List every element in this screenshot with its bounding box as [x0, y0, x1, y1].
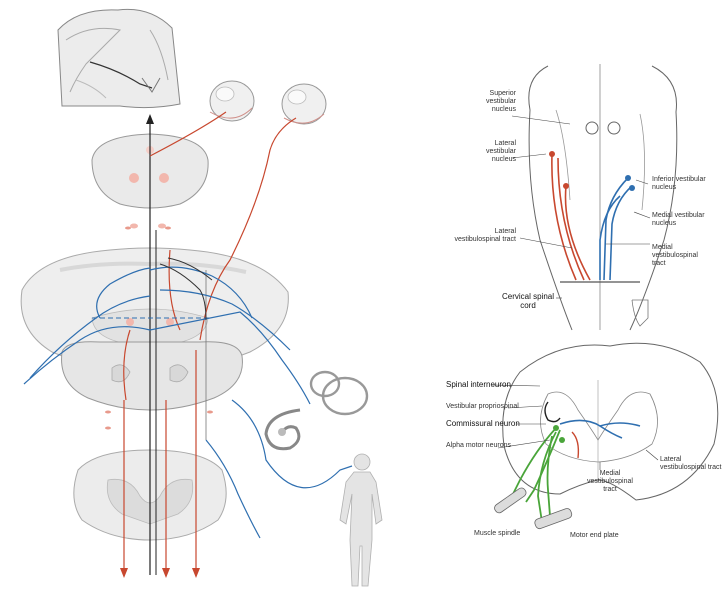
inner-ear [266, 372, 367, 449]
spinal-cord-diagram [492, 343, 718, 530]
label-alpha-motor-neurons: Alpha motor neurons [446, 442, 511, 450]
label-commissural-neuron: Commissural neuron [446, 419, 520, 428]
label-lateral-vestibular-nucleus: Lateral vestibular nucleus [472, 140, 516, 164]
label-muscle-spindle: Muscle spindle [474, 530, 520, 538]
left-panel [21, 9, 382, 586]
brain-section [58, 9, 180, 107]
brainstem-diagram [512, 64, 677, 330]
label-medial-vestibulospinal-tract: Medial vestibulospinal tract [652, 244, 712, 268]
lateral-tract-lines [552, 154, 590, 280]
medulla-section [62, 342, 243, 410]
eye-left [210, 81, 254, 121]
label-lateral-vestibulospinal-tract: Lateral vestibulospinal tract [452, 228, 516, 244]
label-lateral-vestibulospinal-tract-lower: Lateral vestibulospinal tract [660, 456, 722, 472]
muscle-spindle-shape [493, 486, 528, 514]
label-medial-vestibular-nucleus: Medial vestibular nucleus [652, 212, 712, 228]
label-motor-end-plate: Motor end plate [570, 532, 619, 540]
label-medial-vestibulospinal-tract-lower: Medial vestibulospinal tract [580, 470, 640, 494]
eye-right [282, 84, 326, 124]
label-spinal-interneuron: Spinal interneuron [446, 380, 511, 389]
label-inferior-vestibular-nucleus: Inferior vestibular nucleus [652, 176, 706, 192]
human-figure [340, 454, 382, 586]
label-superior-vestibular-nucleus: Superior vestibular nucleus [472, 90, 516, 114]
leader-lines-upper [512, 116, 650, 298]
label-cervical-spinal-cord: Cervical spinal cord [500, 292, 556, 310]
medial-tract-lines [600, 178, 632, 280]
label-vestibular-propriospinal: Vestibular propriospinal [446, 403, 519, 411]
